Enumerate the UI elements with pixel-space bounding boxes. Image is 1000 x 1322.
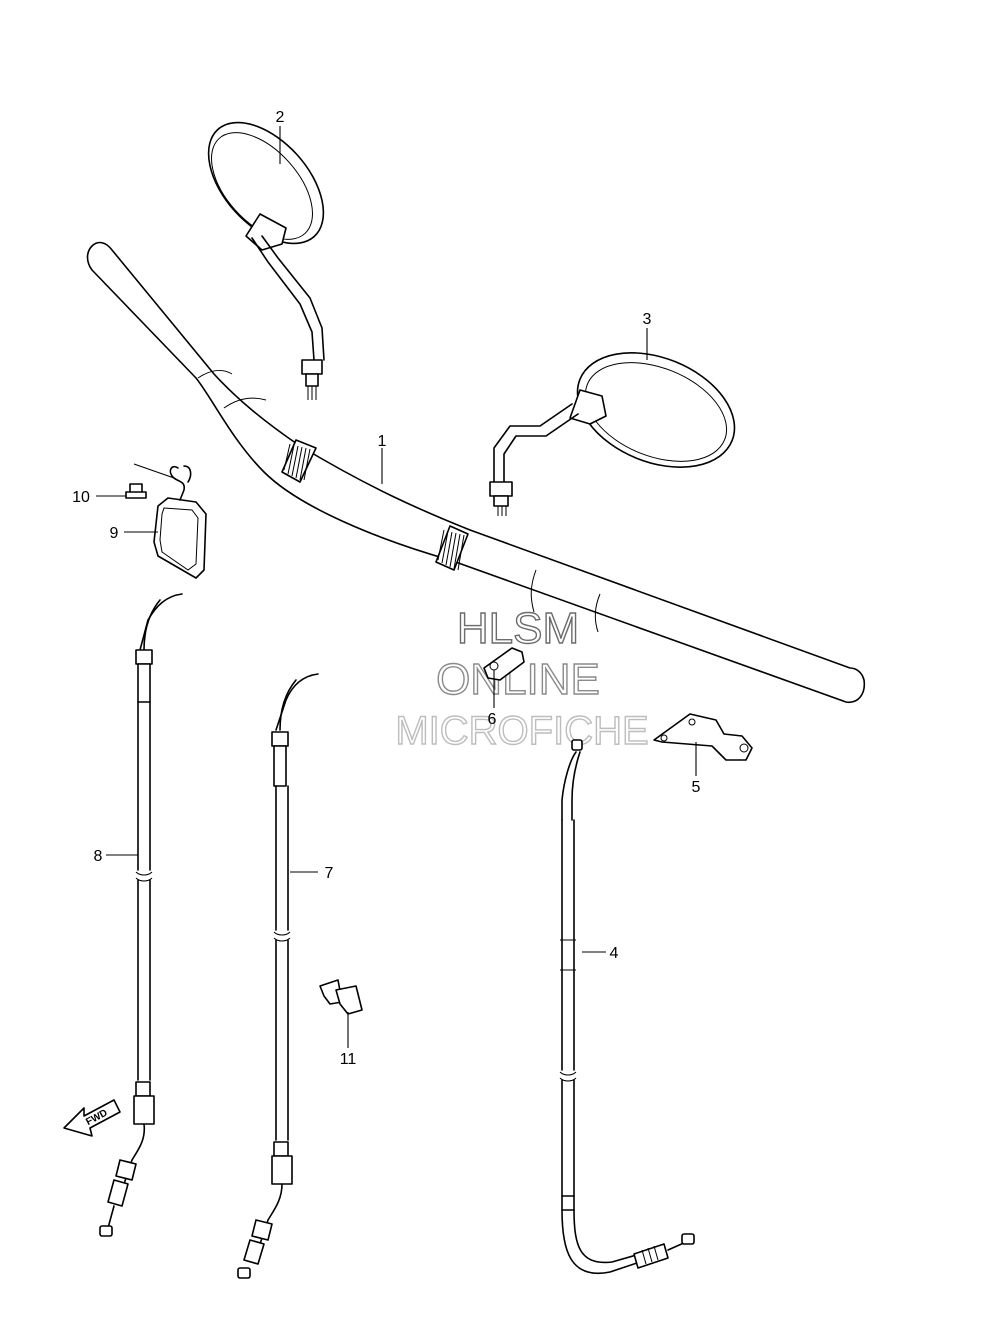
bracket[interactable] [653, 713, 753, 761]
callout-2: 2 [276, 109, 285, 126]
watermark-line-3: MICROFICHE [395, 709, 648, 753]
watermark-line-1: HLSM [457, 604, 579, 653]
callouts: 2 3 1 4 5 6 7 8 9 10 11 [72, 109, 700, 1068]
cable-clip[interactable] [319, 979, 363, 1015]
callout-7: 7 [325, 865, 334, 882]
callout-5: 5 [692, 779, 701, 796]
bolt[interactable] [125, 483, 147, 499]
handlebar[interactable] [86, 241, 866, 704]
fwd-arrow: FWD [63, 1099, 121, 1137]
clutch-cable[interactable] [559, 739, 695, 1275]
callout-6: 6 [488, 711, 497, 728]
watermark: HLSM ONLINE MICROFICHE [395, 603, 650, 753]
callout-9: 9 [110, 525, 119, 542]
mirror-left[interactable] [187, 101, 346, 400]
callout-4: 4 [610, 945, 619, 962]
callout-8: 8 [94, 848, 103, 865]
throttle-cable-return[interactable] [237, 673, 319, 1279]
callout-3: 3 [643, 311, 652, 328]
cable-holder[interactable] [153, 465, 207, 579]
leader-lines [96, 126, 697, 1048]
callout-1: 1 [378, 433, 387, 450]
callout-10: 10 [72, 489, 90, 506]
callout-11: 11 [340, 1051, 357, 1068]
throttle-cable-pull[interactable] [99, 593, 183, 1237]
mirror-right[interactable] [489, 331, 752, 516]
